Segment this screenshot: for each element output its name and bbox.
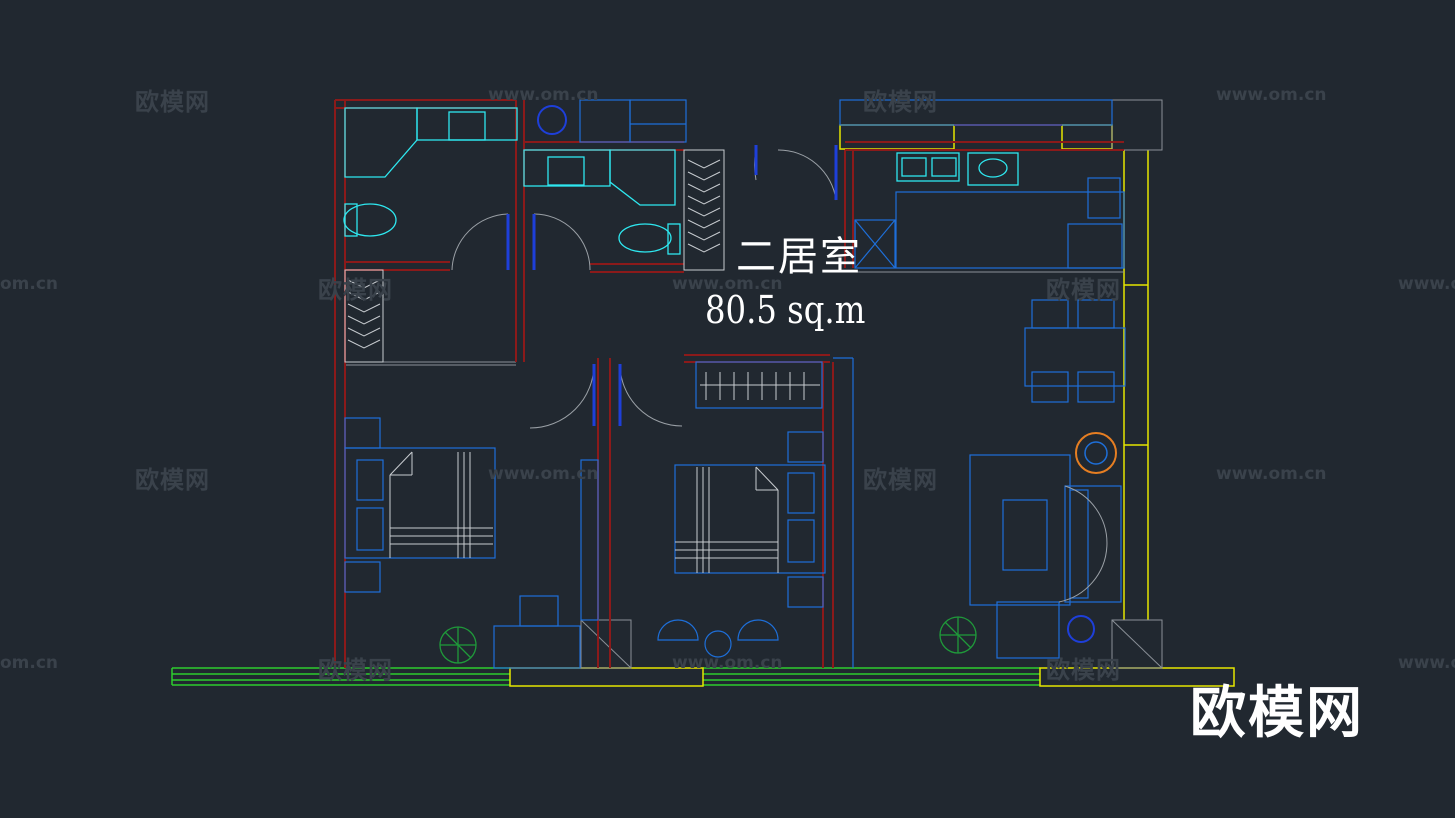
door-swings	[451, 149, 1108, 603]
watermark-logo: 欧模网	[1046, 656, 1121, 684]
watermark-logo: 欧模网	[318, 656, 393, 684]
round-items	[537, 105, 1117, 643]
watermark-logo: 欧模网	[135, 88, 210, 116]
brand-logo: 欧模网	[1190, 681, 1364, 746]
fixtures-cyan	[343, 107, 1019, 255]
structure-lines	[345, 99, 1163, 669]
watermark-logo: 欧模网	[1046, 276, 1121, 304]
watermark-url: om.cn	[0, 653, 59, 673]
watermark-url: www.om.cn	[672, 274, 783, 294]
watermark-url: www.om.cn	[672, 653, 783, 673]
watermark-url: www.om.cn	[1216, 464, 1327, 484]
watermark-url: om.cn	[0, 274, 59, 294]
door-leaves	[506, 145, 838, 426]
plan-title: 二居室	[736, 234, 862, 280]
watermark-logo: 欧模网	[863, 88, 938, 116]
watermark-logo: 欧模网	[135, 466, 210, 494]
watermark-url: www.om.cn	[1398, 653, 1455, 673]
plant-icon	[439, 616, 977, 664]
plan-area: 80.5 sq.m	[705, 288, 866, 332]
furniture-blue	[344, 99, 1126, 669]
balcony-rail	[171, 667, 1040, 686]
watermark-url: www.om.cn	[1216, 85, 1327, 105]
watermark-logo: 欧模网	[318, 276, 393, 304]
watermark-url: www.om.cn	[488, 464, 599, 484]
wardrobe-hangers	[344, 149, 820, 573]
watermark-logo: 欧模网	[863, 466, 938, 494]
watermark-url: www.om.cn	[1398, 274, 1455, 294]
watermark-url: www.om.cn	[488, 85, 599, 105]
